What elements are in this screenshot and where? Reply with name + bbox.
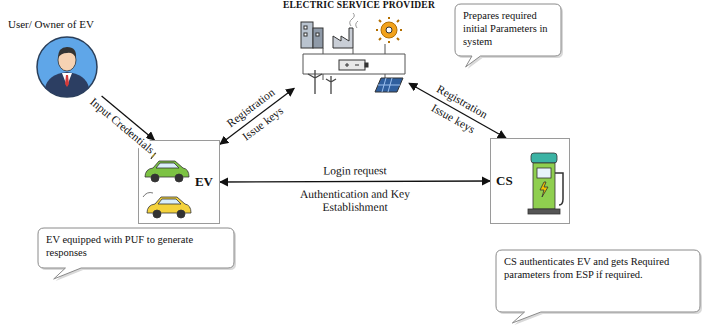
node-text: CS (496, 173, 513, 189)
node-text: Prepares required initial Parameters in … (463, 9, 553, 48)
edge-label: Input Credentials (85, 94, 158, 158)
callout-bubble: EV equipped with PUF to generate respons… (38, 228, 234, 268)
edge-label: Login request (321, 164, 389, 177)
node-text: EV equipped with PUF to generate respons… (46, 233, 226, 259)
node-text: ELECTRIC SERVICE PROVIDER (283, 0, 423, 10)
user-icon (36, 36, 98, 98)
cs-icon (525, 149, 567, 217)
callout-bubble: Prepares required initial Parameters in … (455, 4, 561, 56)
user-node: User/ Owner of EV (8, 18, 128, 100)
edge-label: Authentication and Key Establishment (278, 188, 432, 215)
connector-arrow (220, 181, 490, 182)
bubble-outline (38, 228, 234, 279)
bubble-outline (496, 250, 700, 323)
bubble-outline (455, 4, 561, 67)
station-box: CS (490, 138, 570, 224)
node-text: CS authenticates EV and gets Required pa… (504, 255, 692, 281)
node-text: User/ Owner of EV (8, 18, 128, 30)
node-text: EV (195, 174, 213, 190)
callout-bubble: CS authenticates EV and gets Required pa… (496, 250, 700, 312)
provider-node: ELECTRIC SERVICE PROVIDER (283, 0, 423, 98)
esp-icon (293, 16, 413, 96)
